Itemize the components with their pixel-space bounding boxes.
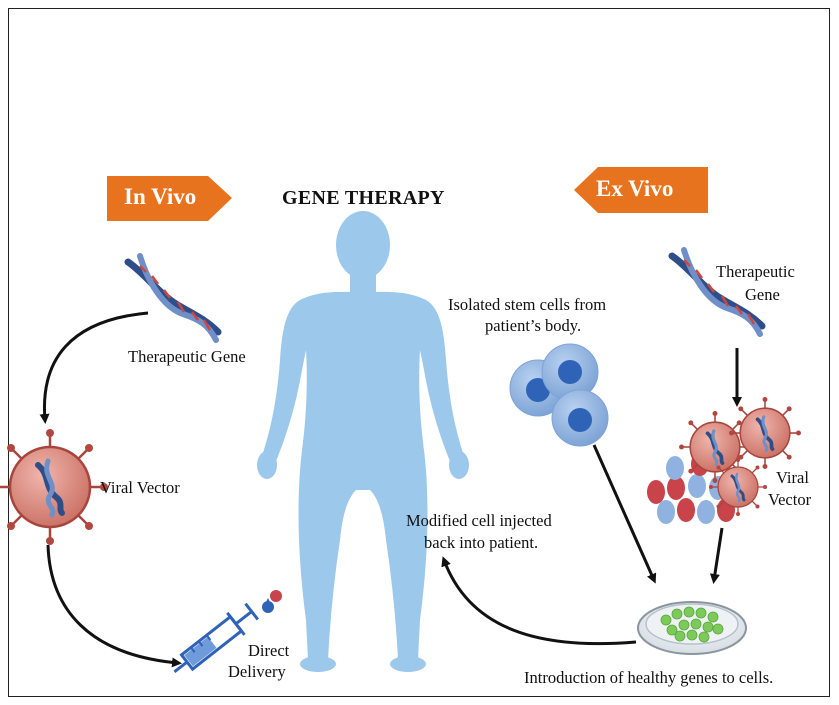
- delivery-label-line2: Delivery: [228, 662, 286, 681]
- injected-label-line1: Modified cell injected: [406, 511, 552, 530]
- in-vivo-dna-icon: [128, 256, 218, 340]
- ex-vivo-tag: Ex Vivo: [596, 176, 674, 201]
- arrow-dish-to-patient: [441, 556, 637, 646]
- delivery-label-line1: Direct: [248, 641, 290, 660]
- human-body-icon: [257, 211, 469, 672]
- ex-vivo-gene-label-line2: Gene: [745, 285, 780, 304]
- in-vivo-gene-label: Therapeutic Gene: [128, 347, 246, 366]
- in-vivo-tag: In Vivo: [124, 184, 197, 209]
- petri-dish-icon: [637, 601, 747, 655]
- syringe-icon: [173, 602, 259, 674]
- injected-label-line2: back into patient.: [424, 533, 539, 552]
- arrow-gene-to-vector: [39, 311, 149, 424]
- stem-cells-icon: [509, 343, 609, 447]
- arrow-vectors-to-dish: [709, 527, 724, 584]
- ex-vivo-tag-arrow: [574, 167, 708, 213]
- diagram-title: GENE THERAPY: [282, 187, 445, 209]
- ex-vivo-gene-label-line1: Therapeutic: [716, 262, 795, 281]
- dish-label: Introduction of healthy genes to cells.: [524, 668, 774, 687]
- diagram-frame: [8, 8, 830, 697]
- drop-red-icon: [270, 590, 282, 602]
- in-vivo-vector-label: Viral Vector: [100, 478, 180, 497]
- drop-blue-dot: [262, 601, 274, 613]
- stem-cells-label-line1: Isolated stem cells from: [448, 295, 607, 314]
- ex-vivo-virus-icon-2: [727, 395, 803, 471]
- stem-cells-label-line2: patient’s body.: [485, 316, 582, 335]
- in-vivo-viral-vector-icon: [0, 429, 108, 545]
- arrow-stem-to-dish: [592, 444, 657, 584]
- ex-vivo-vector-label-line2: Vector: [768, 490, 812, 509]
- arrow-vector-to-syringe: [46, 544, 182, 668]
- ex-vivo-vector-label-line1: Viral: [776, 468, 809, 487]
- in-vivo-tag-arrow: [107, 176, 232, 221]
- ex-vivo-virus-icon-3: [707, 456, 769, 518]
